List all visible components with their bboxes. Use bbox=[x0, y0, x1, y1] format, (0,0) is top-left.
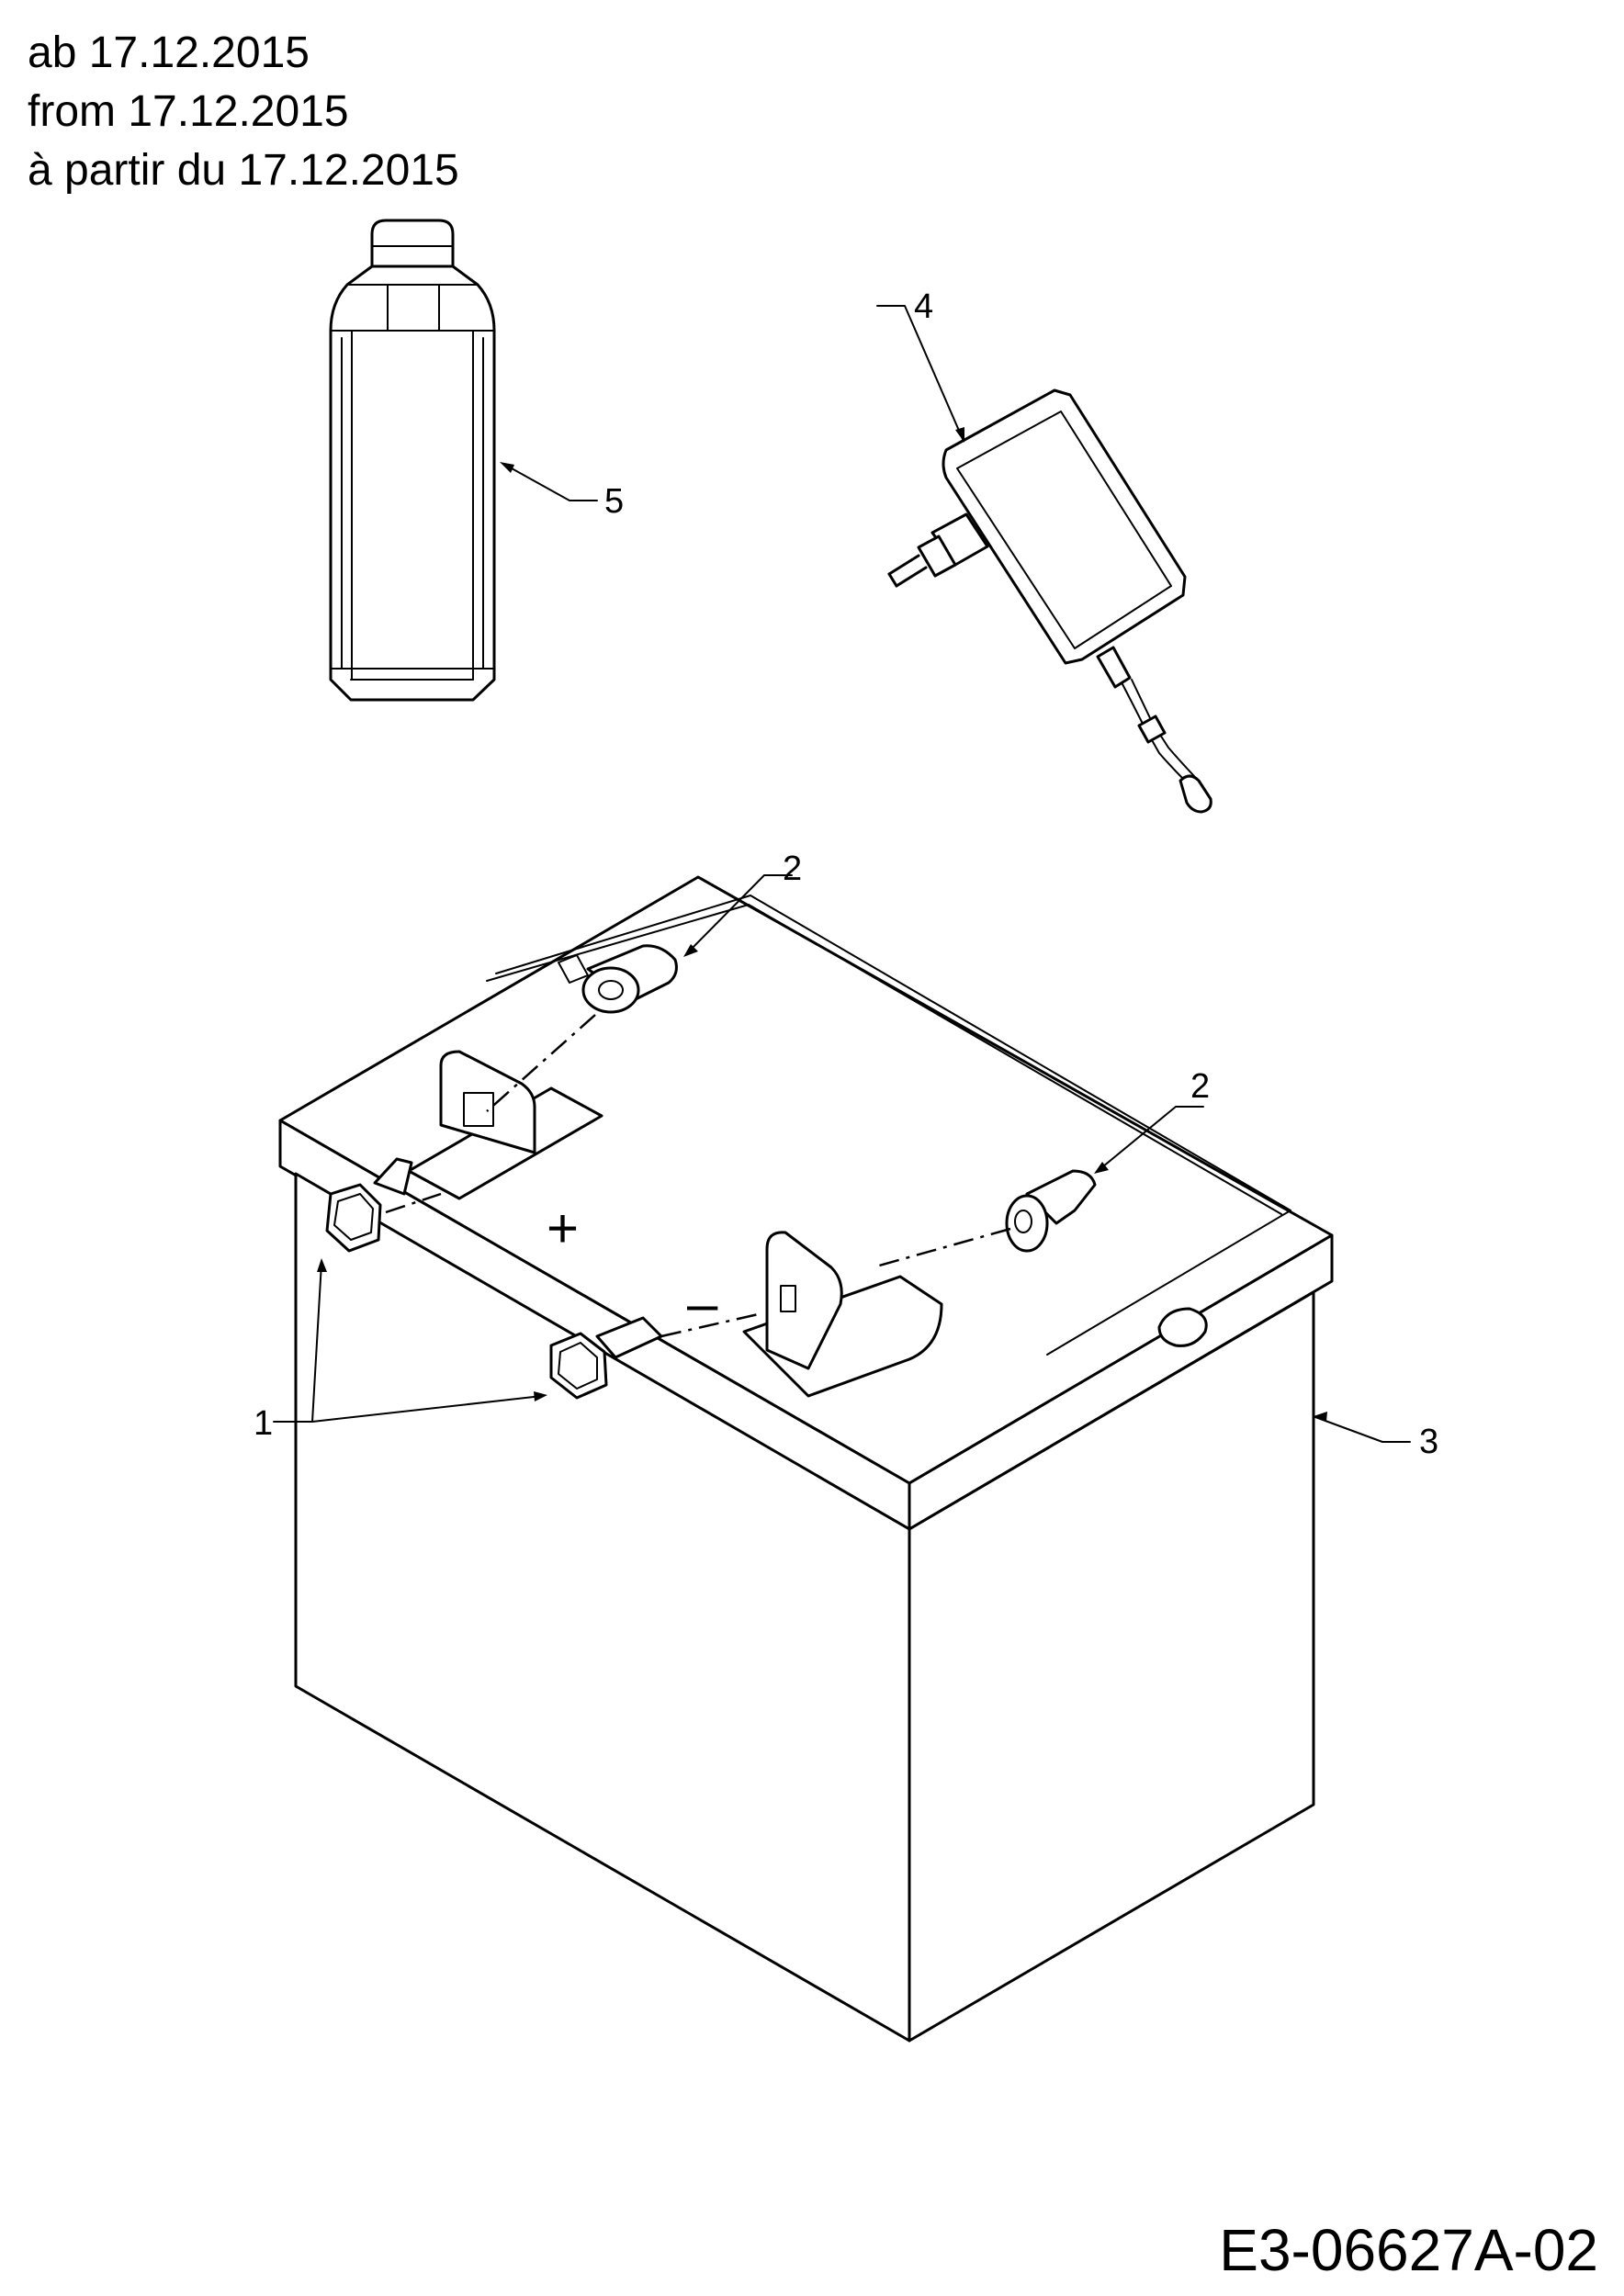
acid-bottle-part bbox=[329, 219, 598, 702]
bolt-callout-leaders bbox=[273, 1258, 547, 1423]
document-id: E3-06627A-02 bbox=[1219, 2217, 1598, 2283]
validity-date-en: from 17.12.2015 bbox=[28, 87, 349, 136]
terminal-cover-right-part bbox=[1005, 1106, 1204, 1253]
bolt-lower-part bbox=[549, 1316, 663, 1400]
callout-number-bolts: 1 bbox=[254, 1404, 273, 1443]
terminal-cover-left-part bbox=[558, 874, 793, 1014]
validity-date-de: ab 17.12.2015 bbox=[28, 28, 310, 77]
battery-part: + – bbox=[278, 875, 1411, 2043]
positive-terminal-post bbox=[407, 1050, 603, 1200]
callout-number-charger: 4 bbox=[914, 287, 933, 326]
validity-date-fr: à partir du 17.12.2015 bbox=[28, 146, 459, 195]
callout-number-battery: 3 bbox=[1419, 1423, 1438, 1461]
callout-number-terminal-cover-left: 2 bbox=[783, 850, 802, 888]
bolt-upper-part bbox=[325, 1157, 413, 1253]
battery-charger-part bbox=[876, 305, 1212, 814]
callout-number-terminal-cover-right: 2 bbox=[1190, 1067, 1210, 1106]
positive-terminal-sign: + bbox=[547, 1198, 579, 1259]
negative-terminal-post bbox=[742, 1231, 943, 1398]
callout-number-acid-bottle: 5 bbox=[604, 482, 624, 521]
